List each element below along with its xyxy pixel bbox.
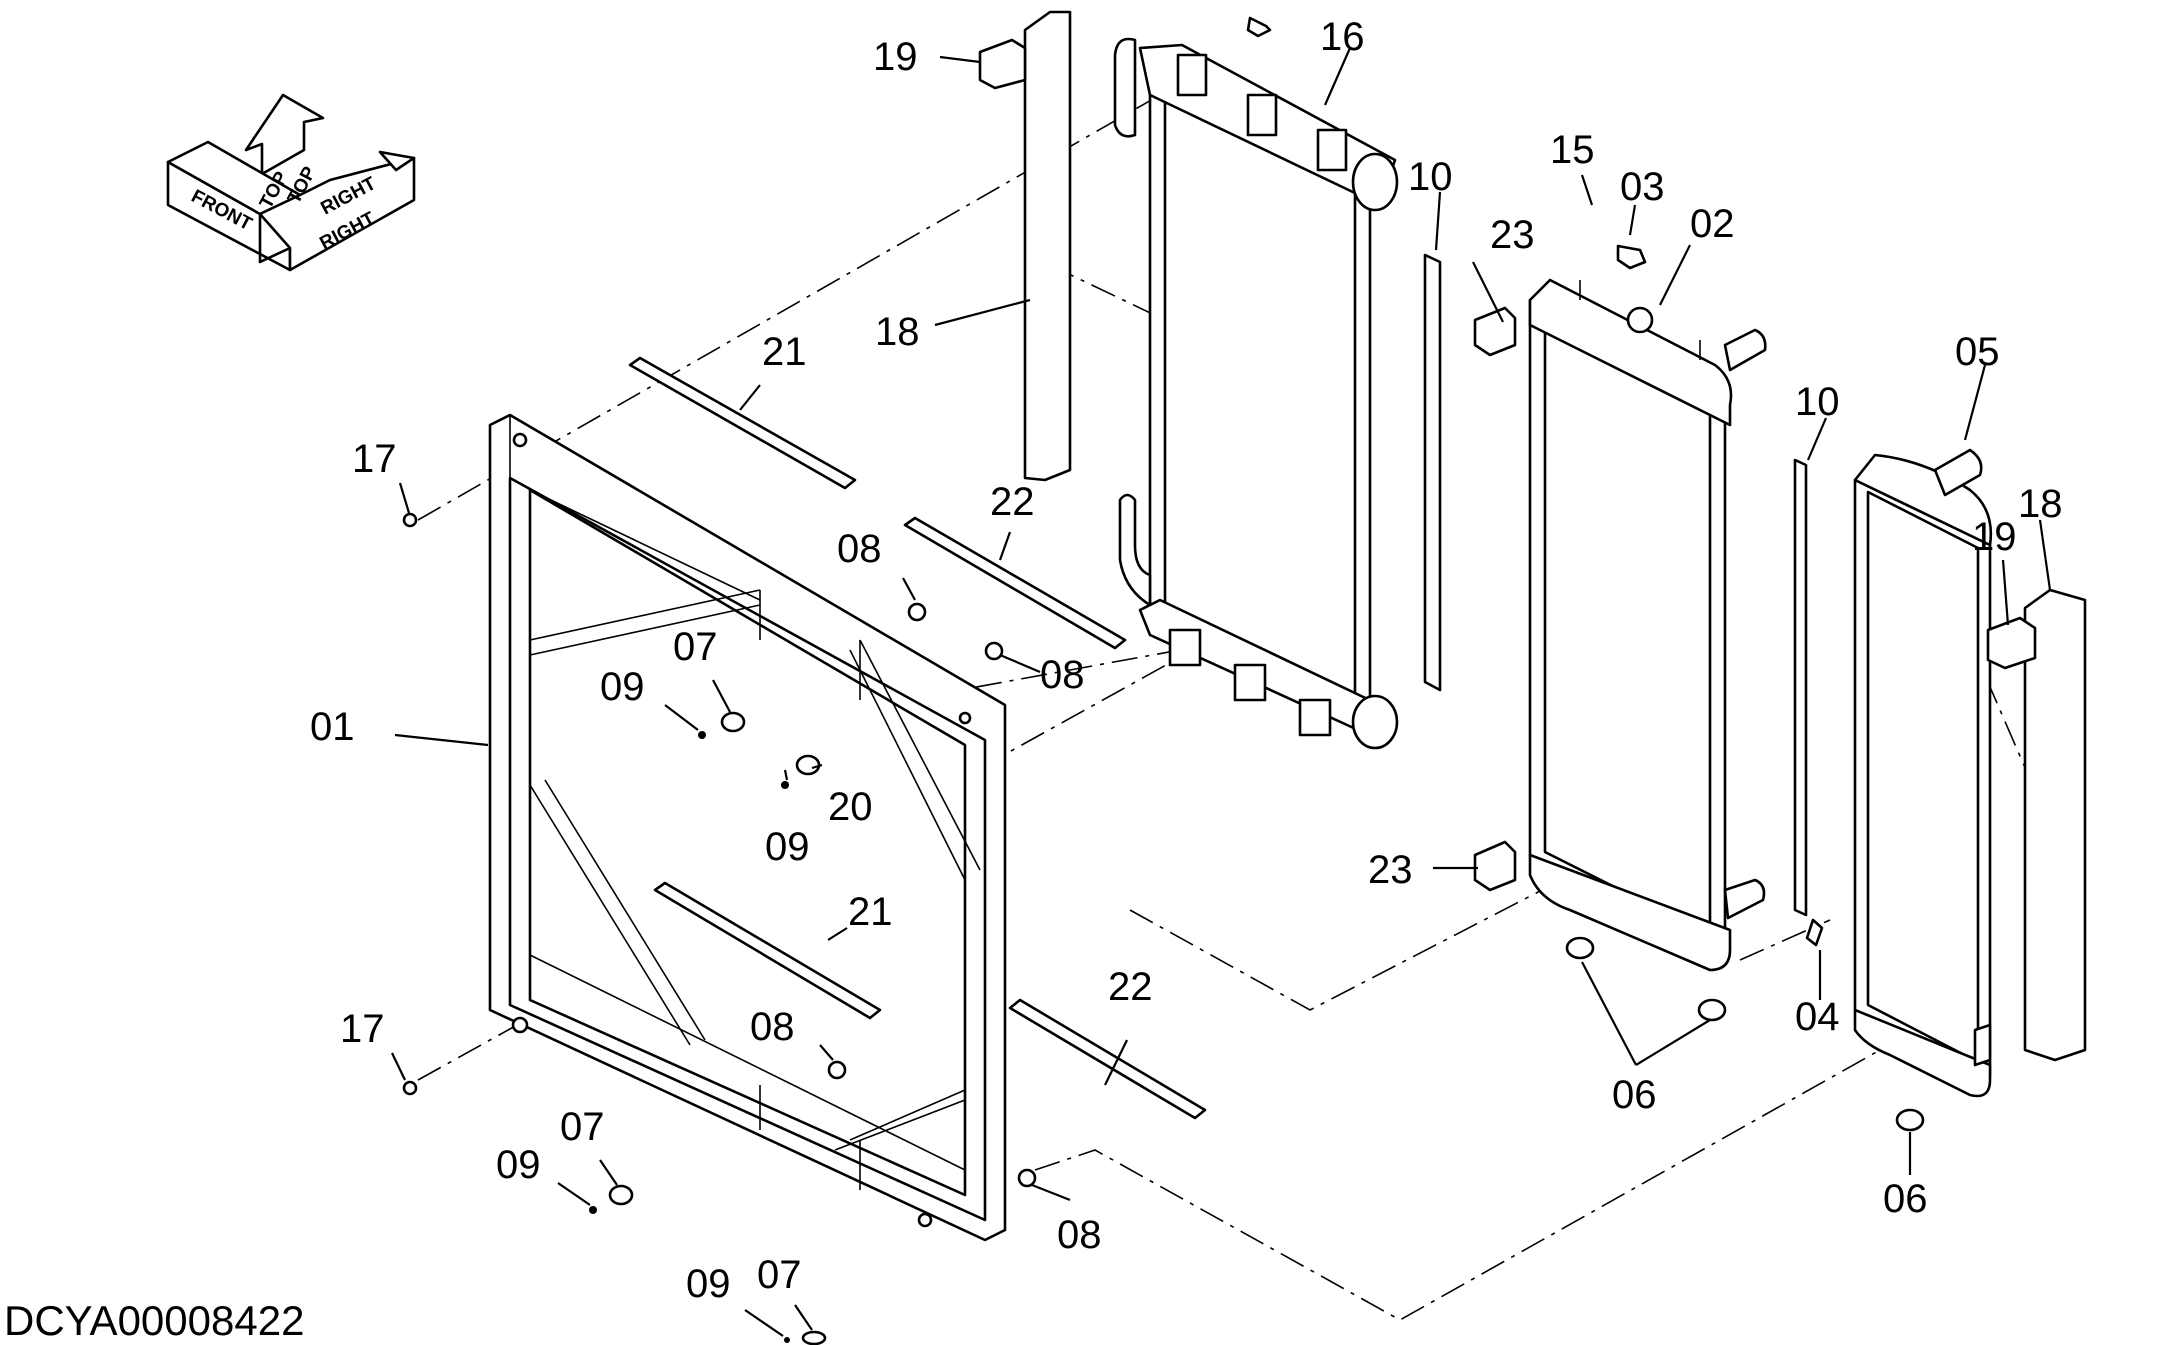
callout-23-upper: 23	[1490, 213, 1535, 257]
callout-22-lower: 22	[1108, 965, 1153, 1009]
oil-cooler	[1853, 448, 1993, 1098]
callout-09-upper: 09	[600, 665, 645, 709]
callout-10-upper: 10	[1408, 155, 1453, 199]
callout-21-upper: 21	[762, 330, 807, 374]
callout-01: 01	[310, 705, 355, 749]
callout-08-lower-left: 08	[750, 1005, 795, 1049]
callout-15: 15	[1550, 128, 1595, 172]
foam-pads	[978, 10, 2087, 1062]
callout-02: 02	[1690, 202, 1735, 246]
callout-17-upper: 17	[352, 437, 397, 481]
callout-05: 05	[1955, 330, 2000, 374]
support-bars	[628, 356, 1207, 1120]
callout-17-lower: 17	[340, 1007, 385, 1051]
callout-07-upper: 07	[673, 625, 718, 669]
callout-03: 03	[1620, 165, 1665, 209]
callout-06-radiator: 06	[1612, 1073, 1657, 1117]
callout-23-lower: 23	[1368, 848, 1413, 892]
callout-09-lower: 09	[686, 1262, 731, 1306]
callout-09-middle: 09	[765, 825, 810, 869]
callout-10-lower: 10	[1795, 380, 1840, 424]
callout-09-lower-left: 09	[496, 1143, 541, 1187]
callout-08-lower-right: 08	[1057, 1213, 1102, 1257]
callout-20: 20	[828, 785, 873, 829]
callout-19-left: 19	[873, 35, 918, 79]
callout-06-oil-cooler: 06	[1883, 1177, 1928, 1221]
callout-18-left: 18	[875, 310, 920, 354]
callout-04: 04	[1795, 995, 1840, 1039]
shroud-frame	[488, 413, 1007, 1242]
fasteners	[402, 512, 1925, 1345]
orientation-indicator: FRONT TOP TOP RIGHT RIGHT	[166, 93, 416, 272]
callout-22-upper: 22	[990, 480, 1035, 524]
callout-08-upper-left: 08	[837, 527, 882, 571]
callout-21-lower: 21	[848, 890, 893, 934]
drawing-code: DCYA00008422	[4, 1297, 304, 1344]
callout-07-middle: 07	[560, 1105, 605, 1149]
callout-07-lower: 07	[757, 1253, 802, 1297]
callout-19-right: 19	[1972, 515, 2017, 559]
intercooler-core	[1113, 37, 1399, 750]
seal-strips	[1423, 253, 1808, 917]
callout-16: 16	[1320, 15, 1365, 59]
leader-lines	[391, 47, 2052, 1337]
callout-08-upper-right: 08	[1040, 653, 1085, 697]
radiator-core	[1528, 278, 1767, 972]
callout-18-right: 18	[2018, 482, 2063, 526]
callout-labels: 01 02 03 04 05 06 06 07 07 07 08 08 08 0…	[310, 15, 2063, 1306]
